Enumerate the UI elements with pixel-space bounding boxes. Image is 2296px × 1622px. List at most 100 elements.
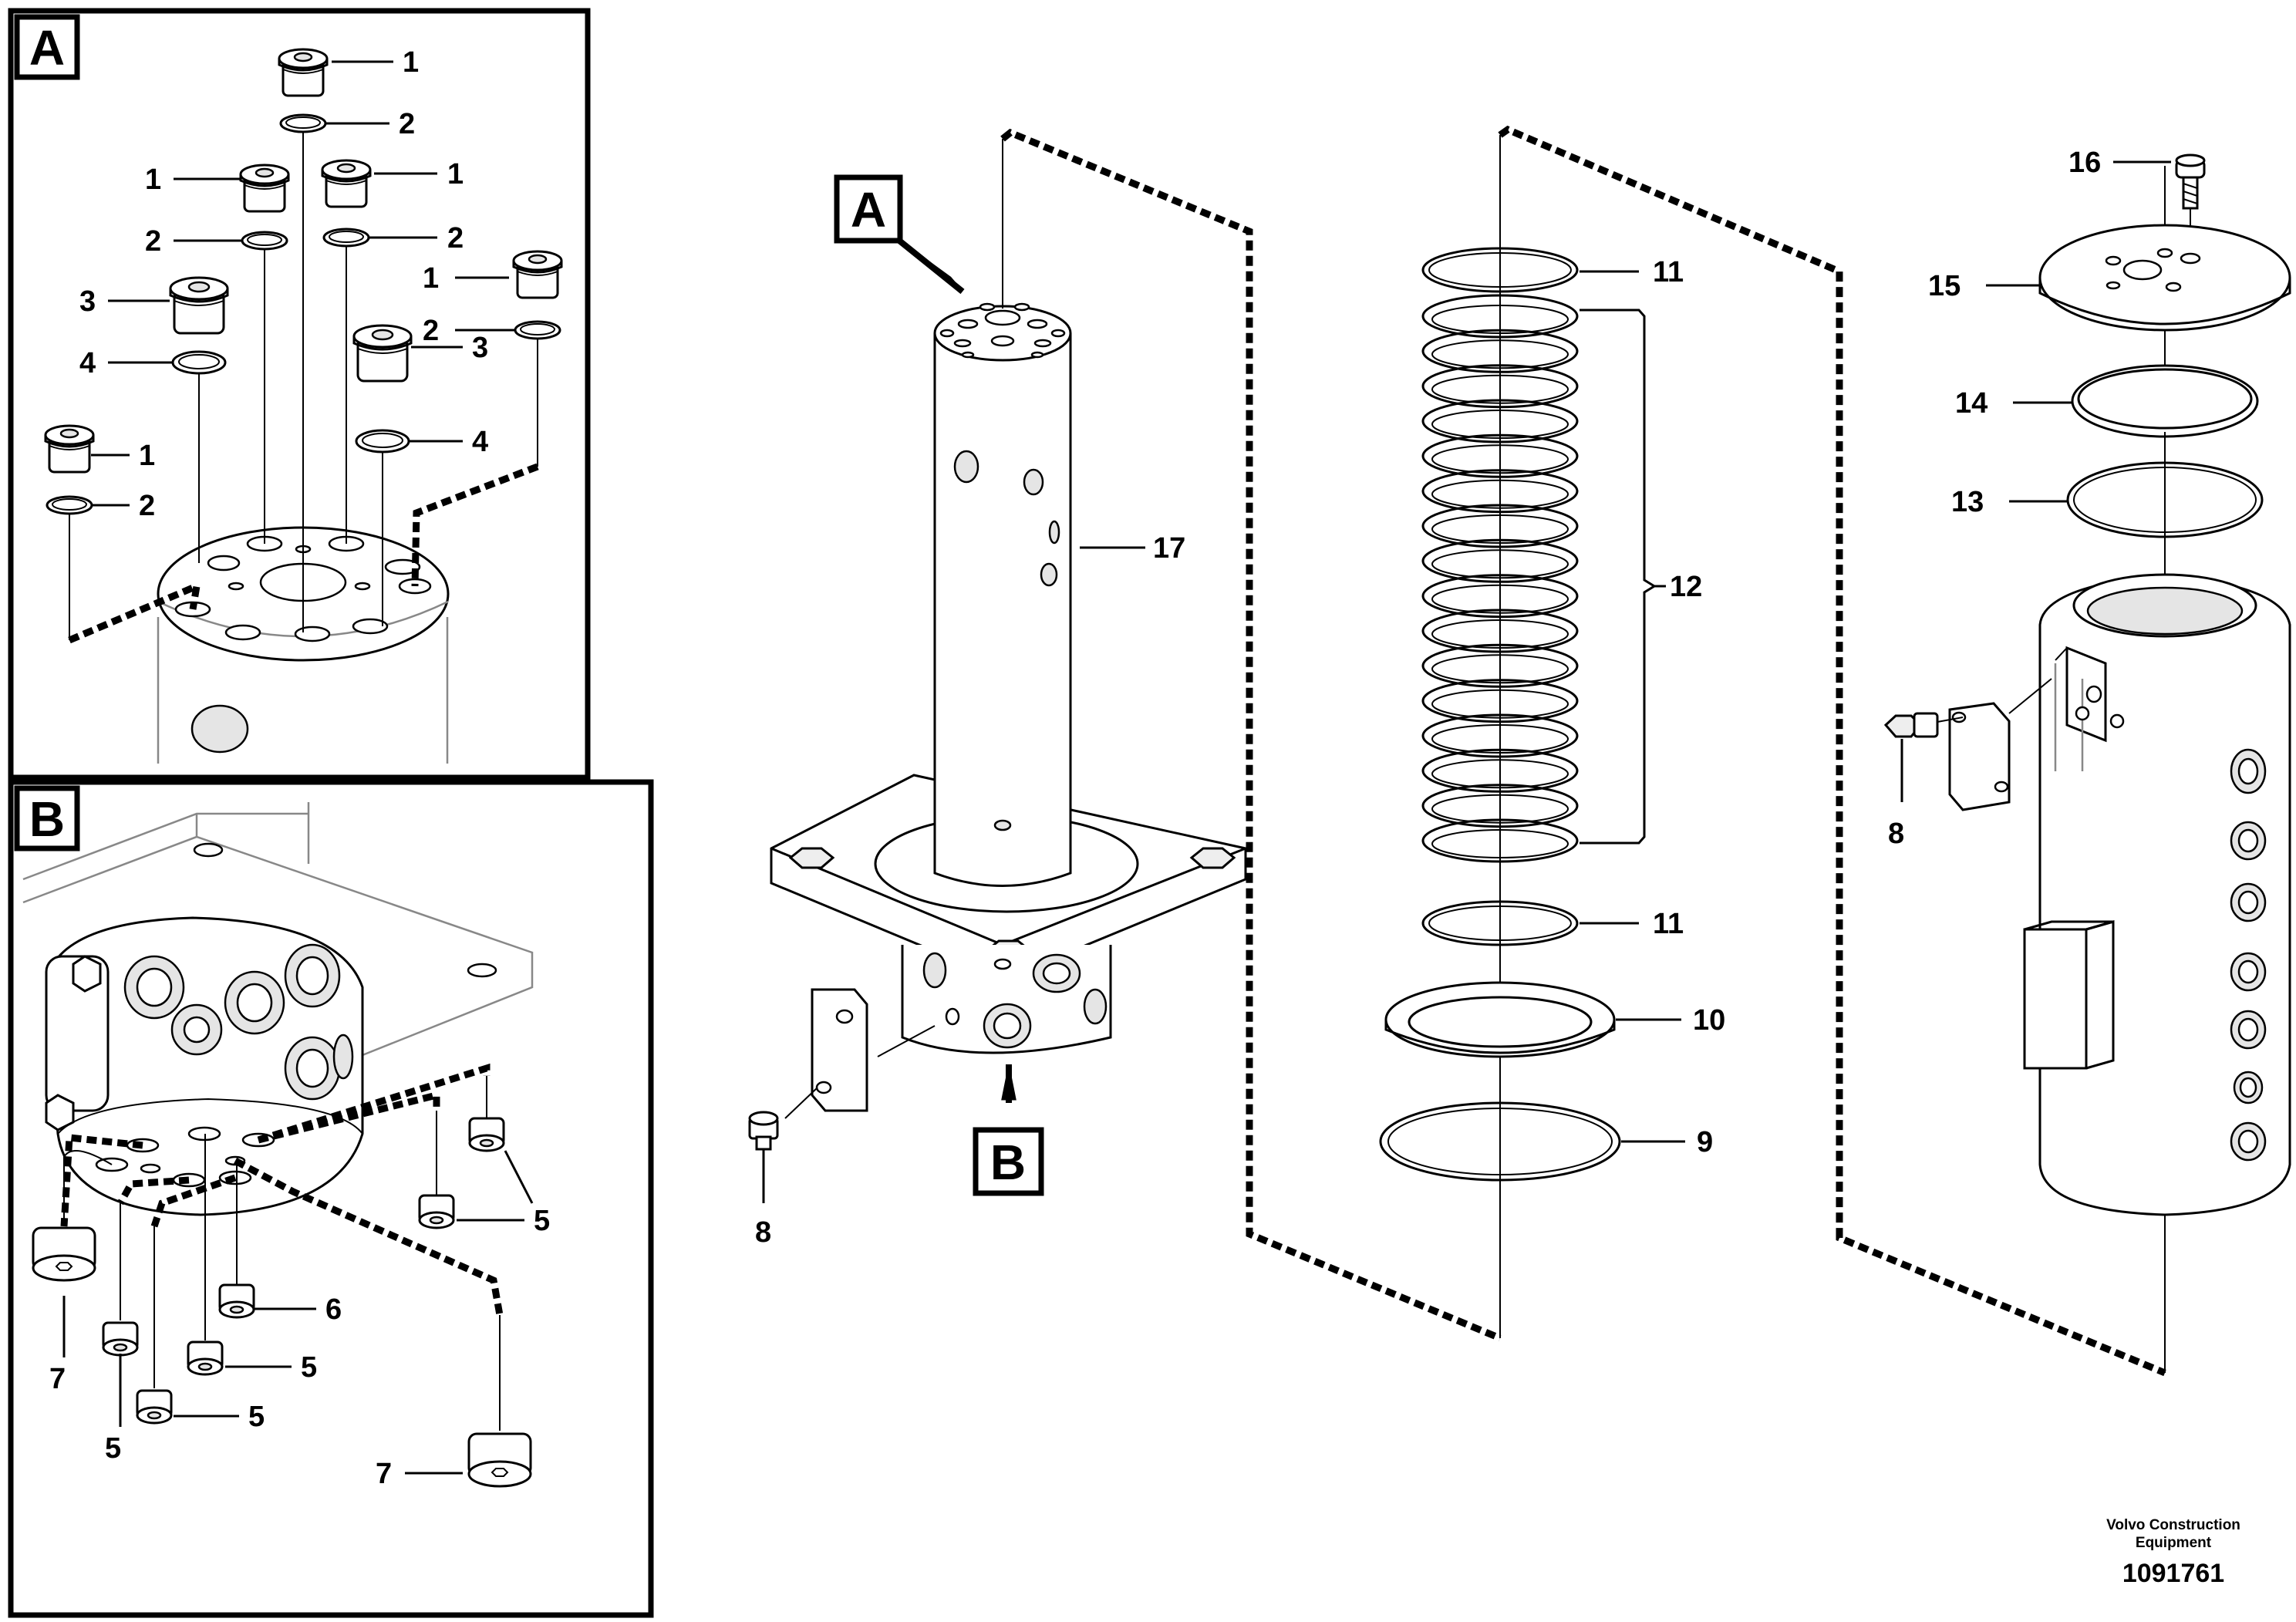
callout-15: 15 <box>1928 270 1961 302</box>
cover-plate-icon <box>2038 224 2291 332</box>
a-stack-right <box>512 250 563 467</box>
callout-1: 1 <box>403 46 419 79</box>
cover-plate-icon <box>811 988 868 1112</box>
callout-11: 11 <box>1653 256 1684 288</box>
cap-screw-icon <box>32 1226 96 1282</box>
swivel-housing: 8 16 15 14 13 <box>1883 147 2291 1373</box>
callout-5: 5 <box>105 1432 121 1465</box>
o-ring-icon <box>171 350 227 375</box>
view-b-label-box <box>14 785 80 851</box>
plug-icon <box>44 424 95 474</box>
cover-plate-icon <box>1948 702 2011 811</box>
drawing-footer: Volvo Construction Equipment 1091761 <box>2106 1517 2240 1588</box>
callout-6: 6 <box>325 1293 342 1326</box>
a-stack-large-left <box>169 276 229 563</box>
plug-icon <box>169 276 229 335</box>
callout-3: 3 <box>79 285 96 318</box>
cap-screw-icon <box>136 1389 173 1425</box>
callout-2: 2 <box>423 315 439 347</box>
plug-icon <box>512 250 563 299</box>
view-b-label: B <box>29 791 65 847</box>
o-ring-icon <box>2071 364 2259 438</box>
callout-8: 8 <box>1888 818 1904 850</box>
view-a-panel: A <box>8 8 591 781</box>
callout-4: 4 <box>79 347 96 379</box>
view-b-dash-2 <box>117 1176 190 1206</box>
plug-icon <box>239 164 290 213</box>
shaft-view-a-label: A <box>851 182 886 238</box>
callout-7: 7 <box>376 1458 392 1490</box>
view-a-label: A <box>29 20 65 76</box>
cap-screw-icon <box>467 1432 532 1488</box>
callout-13: 13 <box>1951 486 1984 518</box>
brand-name: Volvo Construction <box>2106 1517 2240 1533</box>
shaft-ring-dash <box>1000 128 1502 1342</box>
plug-icon <box>352 324 413 383</box>
callout-5: 5 <box>534 1205 550 1237</box>
view-a-frame <box>8 8 591 781</box>
swivel-shaft: A <box>748 139 1247 1249</box>
a-stack-far-left <box>44 424 95 640</box>
hex-plug-icon <box>1883 712 1964 738</box>
a-stack-large-mid <box>352 324 413 626</box>
cap-screw-icon <box>468 1117 505 1152</box>
callout-12: 12 <box>1670 571 1702 603</box>
plug-icon <box>321 159 372 208</box>
view-b-panel: B <box>8 779 654 1618</box>
view-a-dash-right <box>411 463 539 587</box>
o-ring-icon <box>1421 900 1579 946</box>
cap-screw-icon <box>187 1340 224 1376</box>
callout-1: 1 <box>145 164 161 196</box>
callout-10: 10 <box>1693 1004 1725 1037</box>
a-stack-left <box>239 164 290 544</box>
callout-1: 1 <box>423 262 439 295</box>
a-stack-top <box>278 48 329 632</box>
o-ring-icon <box>355 429 410 454</box>
callout-2: 2 <box>447 222 464 255</box>
callout-16: 16 <box>2068 147 2101 179</box>
shaft-view-a-box <box>834 174 903 244</box>
view-b-dash-1 <box>60 1134 143 1227</box>
callout-2: 2 <box>139 490 155 522</box>
callout-7: 7 <box>49 1363 66 1395</box>
hex-plug-icon <box>748 1111 779 1151</box>
o-ring-icon <box>1421 247 1579 293</box>
a-stack-mid <box>321 159 372 544</box>
view-b-dash-6 <box>233 1158 504 1316</box>
callout-4: 4 <box>472 426 488 458</box>
o-ring-icon <box>46 495 93 515</box>
shaft-view-b-box <box>973 1127 1044 1196</box>
o-ring-icon <box>241 231 288 251</box>
callout-2: 2 <box>399 108 415 140</box>
callout-9: 9 <box>1697 1126 1713 1158</box>
view-b-dash-4 <box>257 1091 440 1144</box>
callout-3: 3 <box>472 332 488 364</box>
swivel-bottom-assembly <box>22 802 534 1216</box>
callout-8: 8 <box>755 1216 771 1249</box>
view-b-frame <box>8 779 654 1618</box>
drawing-number: 1091761 <box>2122 1559 2224 1588</box>
cap-screw-icon <box>418 1194 455 1229</box>
callout-5: 5 <box>301 1351 317 1384</box>
cap-screw-icon <box>2175 153 2206 210</box>
callout-14: 14 <box>1955 387 1988 420</box>
callout-1: 1 <box>447 158 464 191</box>
callout-1: 1 <box>139 440 155 472</box>
o-ring-icon <box>514 320 561 340</box>
callout-11: 11 <box>1653 908 1684 940</box>
callout-2: 2 <box>145 225 161 258</box>
ring-housing-dash <box>1498 125 2166 1377</box>
plug-icon <box>278 48 329 97</box>
callout-5: 5 <box>248 1401 265 1433</box>
cap-screw-icon <box>102 1321 139 1357</box>
brand-name-line2: Equipment <box>2136 1535 2212 1551</box>
view-b-dash-5 <box>257 1063 491 1144</box>
ring-stack: 11 12 11 10 9 <box>1379 135 1725 1338</box>
o-ring-icon <box>279 113 327 133</box>
callout-17: 17 <box>1153 532 1185 565</box>
view-b-dash-3 <box>150 1174 237 1228</box>
o-ring-icon <box>1379 1101 1621 1182</box>
shaft-view-b-label: B <box>990 1135 1026 1190</box>
view-a-label-box <box>14 14 80 80</box>
